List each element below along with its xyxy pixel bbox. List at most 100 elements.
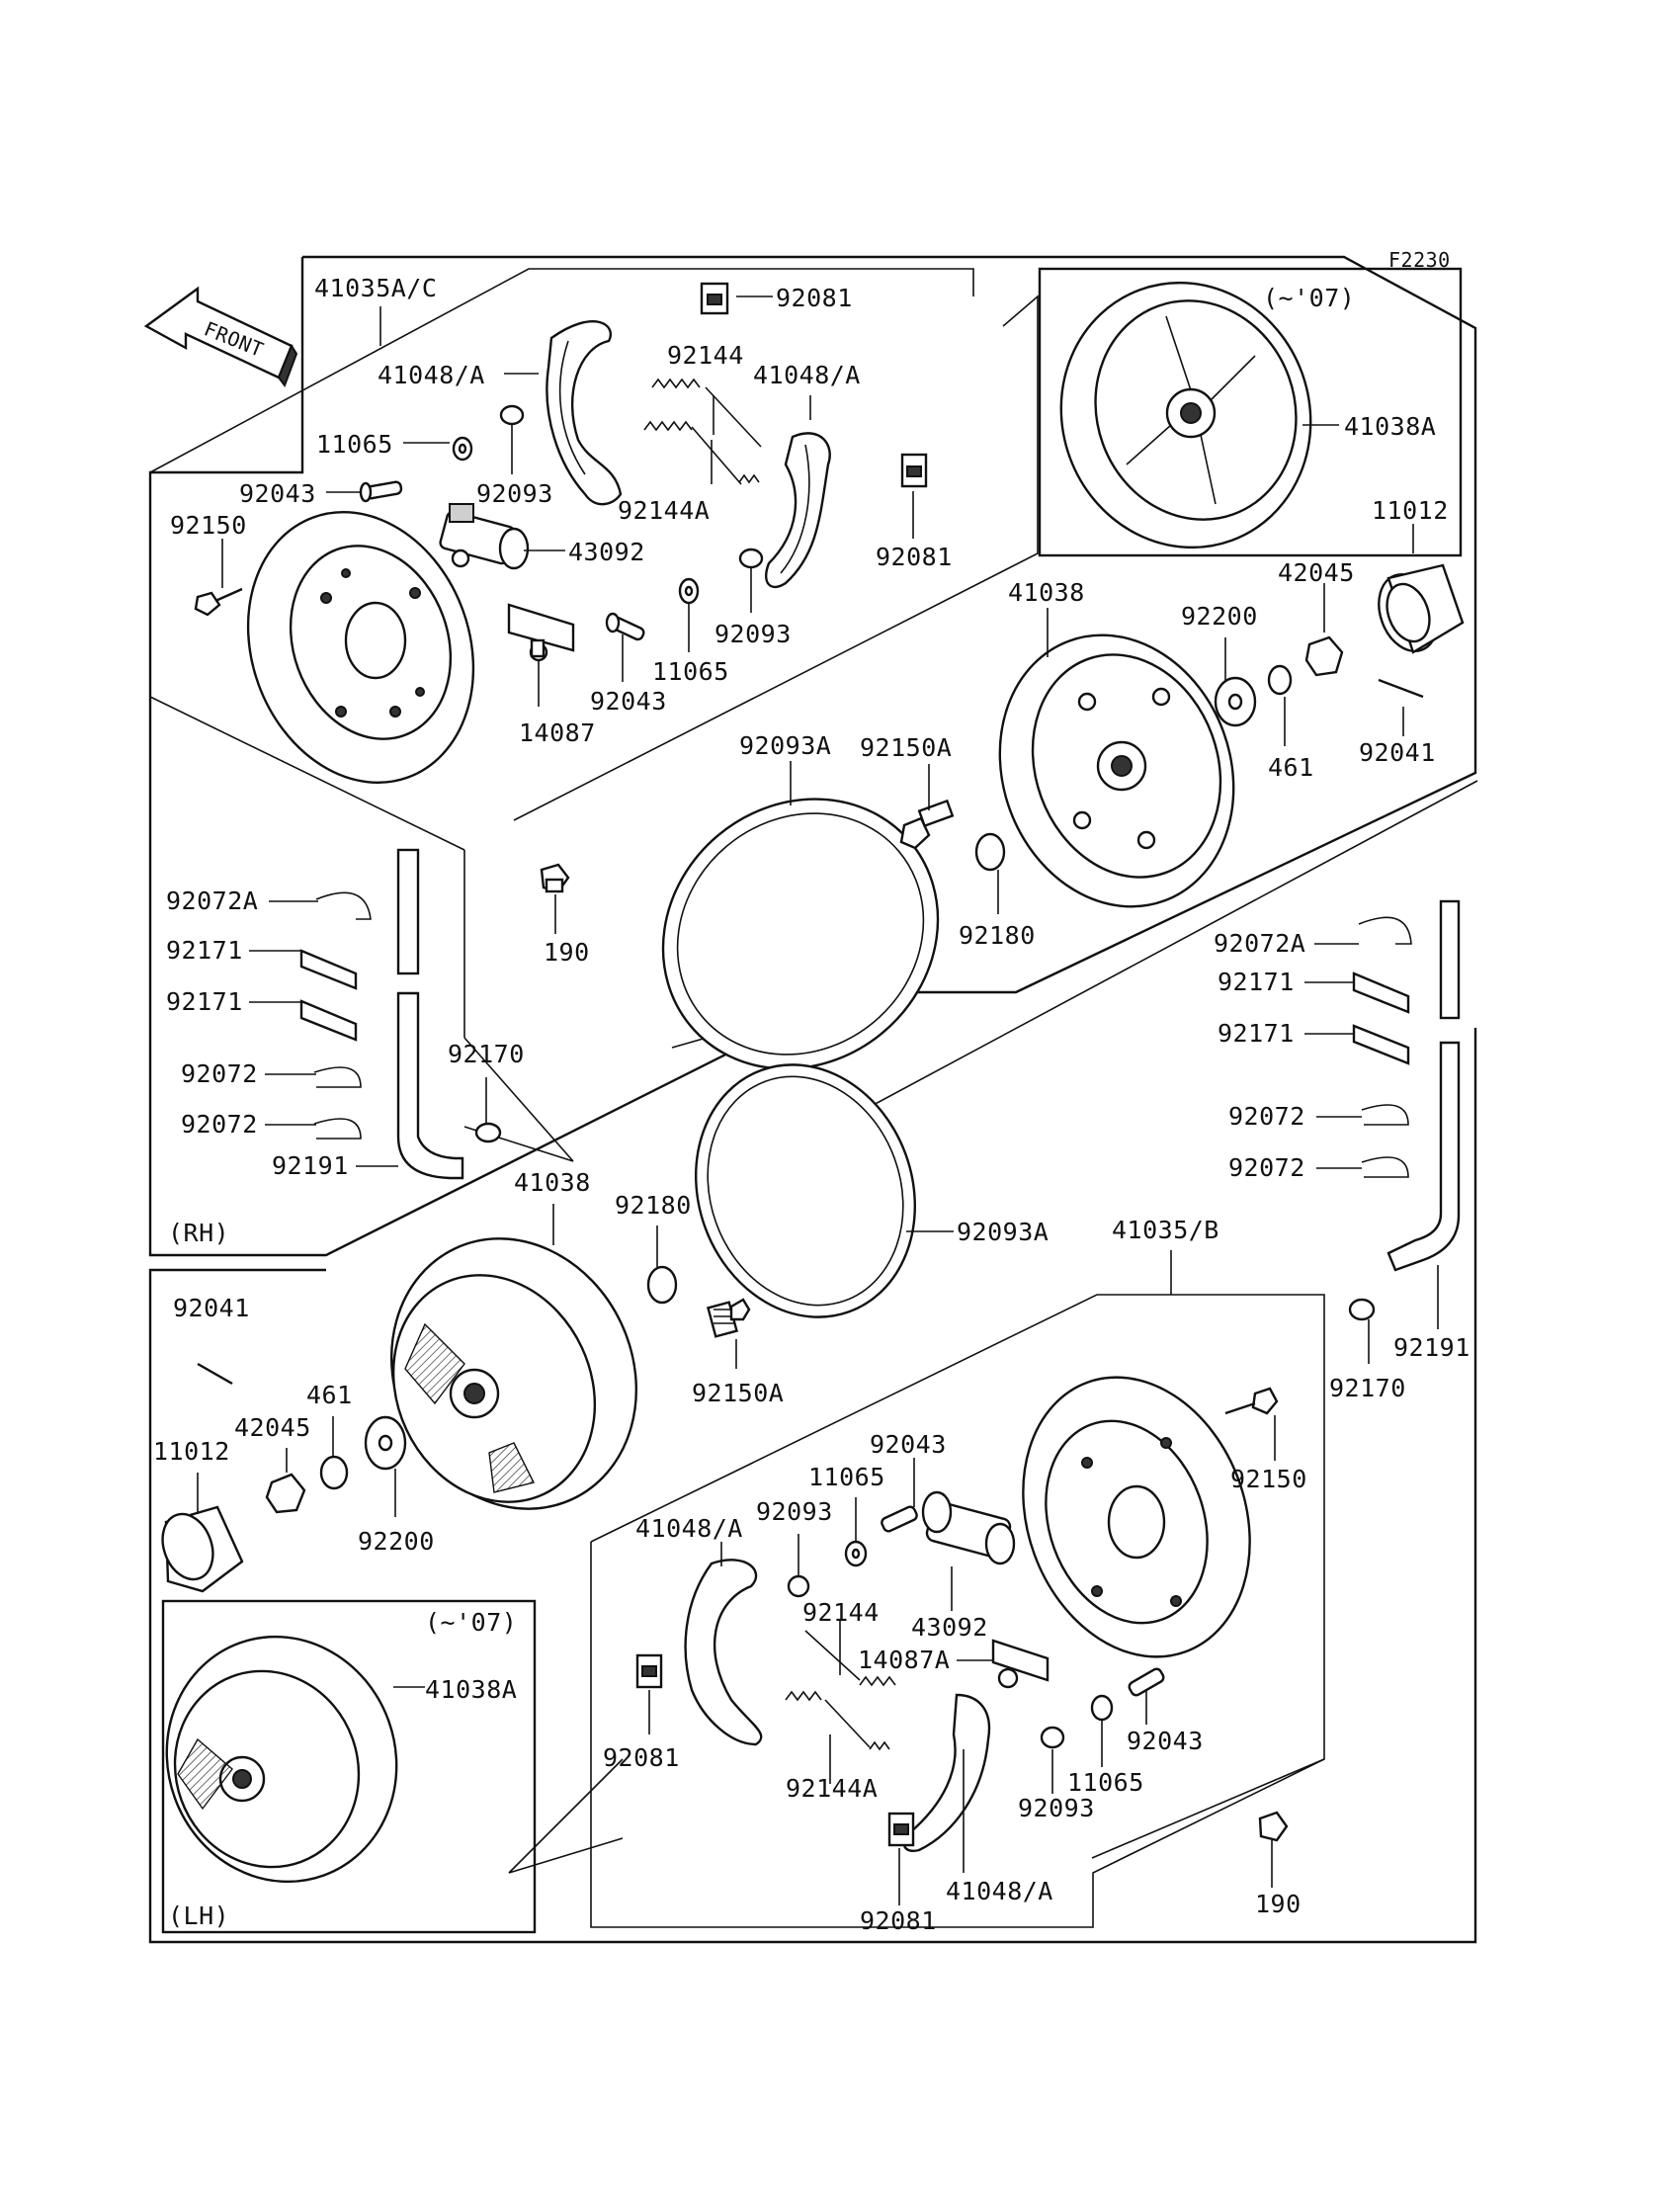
label-lh-92081-bot: 92081 bbox=[860, 1906, 937, 1935]
rh-clamp-92072a bbox=[313, 1066, 362, 1088]
rh-washer-92093-left bbox=[499, 404, 525, 426]
rh-brake-shoe-right bbox=[764, 432, 831, 589]
label-r-92072A: 92072A bbox=[1214, 929, 1305, 958]
label-rh-11065-top: 11065 bbox=[316, 430, 393, 459]
label-rh-92171a: 92171 bbox=[166, 936, 243, 965]
lh-washer-11065-bot bbox=[1090, 1694, 1114, 1722]
rh-washer-461 bbox=[1267, 664, 1293, 696]
rh-bolt-92150 bbox=[194, 587, 243, 617]
r-hose bbox=[1386, 899, 1461, 1272]
label-rh-41038: 41038 bbox=[1008, 578, 1085, 607]
label-r-92171a: 92171 bbox=[1218, 968, 1295, 996]
rh-drum-41038 bbox=[998, 634, 1235, 908]
label-r-92072b: 92072 bbox=[1228, 1153, 1305, 1182]
label-rh-92093-left: 92093 bbox=[476, 479, 553, 508]
rh-plate-92171b bbox=[299, 999, 358, 1042]
lh-bolt-92150 bbox=[1224, 1387, 1279, 1415]
r-clamp-92072b bbox=[1361, 1156, 1409, 1178]
label-r-92171b: 92171 bbox=[1218, 1019, 1295, 1048]
label-lh-92093A: 92093A bbox=[957, 1218, 1049, 1246]
variant-upper: (~'07) bbox=[1263, 284, 1355, 312]
lh-hubcap-11012 bbox=[161, 1505, 244, 1593]
rh-seal-92093A bbox=[661, 798, 940, 1070]
r-plate-92171a bbox=[1352, 972, 1410, 1014]
lh-washer-461 bbox=[319, 1455, 349, 1490]
label-rh-92043-top: 92043 bbox=[239, 479, 316, 508]
label-lh-92200: 92200 bbox=[358, 1527, 435, 1556]
label-lh-92144A: 92144A bbox=[786, 1774, 878, 1803]
label-rh-11012: 11012 bbox=[1372, 496, 1449, 525]
label-lh-14087A: 14087A bbox=[858, 1646, 950, 1674]
label-lh-41038A: 41038A bbox=[425, 1675, 517, 1704]
r-clamp-92072A bbox=[1358, 916, 1412, 945]
lh-bolt-190 bbox=[1258, 1811, 1289, 1842]
label-lh-92043-top: 92043 bbox=[870, 1430, 947, 1459]
label-rh-92072b: 92072 bbox=[181, 1110, 258, 1139]
label-lh-92191: 92191 bbox=[1393, 1333, 1470, 1362]
r-clamp-92072a bbox=[1361, 1104, 1409, 1126]
rh-hubcap-11012 bbox=[1378, 563, 1465, 654]
lh-outer-frame bbox=[148, 1028, 1477, 1944]
lh-washer-92093-bot bbox=[1040, 1726, 1065, 1749]
label-rh-92171b: 92171 bbox=[166, 987, 243, 1016]
leader-lines bbox=[197, 296, 1439, 1905]
label-rh-190: 190 bbox=[544, 938, 590, 967]
lh-pin-92043-bot bbox=[1128, 1667, 1165, 1697]
label-rh-92081-right: 92081 bbox=[876, 543, 953, 571]
rh-clip-92081-right bbox=[900, 453, 928, 488]
label-rh-92200: 92200 bbox=[1181, 602, 1258, 631]
lh-pin-92043-top bbox=[881, 1505, 918, 1533]
label-lh-92170: 92170 bbox=[1329, 1374, 1406, 1402]
front-arrow: FRONT bbox=[143, 286, 298, 388]
label-rh-92081-top: 92081 bbox=[776, 284, 853, 312]
section-rh: (RH) bbox=[168, 1219, 229, 1247]
lh-drum-41038A bbox=[165, 1635, 398, 1884]
label-rh-14087: 14087 bbox=[519, 718, 596, 747]
label-lh-92081-left: 92081 bbox=[603, 1743, 680, 1772]
rh-pin-92043-top bbox=[359, 480, 403, 503]
r-plate-92171b bbox=[1352, 1024, 1410, 1065]
lh-drum-41038 bbox=[389, 1237, 638, 1510]
label-lh-92043-bot: 92043 bbox=[1127, 1727, 1204, 1755]
rh-brake-shoe-left bbox=[546, 320, 623, 506]
lh-inner-frame bbox=[590, 1294, 1325, 1928]
label-rh-92144: 92144 bbox=[667, 341, 744, 370]
labels: F2230 (RH) (LH) (~'07) (~'07) 41035A/C 9… bbox=[153, 248, 1470, 1935]
rh-clamp-92072A bbox=[315, 891, 372, 920]
lh-clip-92170 bbox=[1348, 1298, 1376, 1321]
rh-variant-box bbox=[1038, 267, 1463, 557]
label-rh-92072a: 92072 bbox=[181, 1059, 258, 1088]
rh-washer-92093-right bbox=[738, 548, 764, 569]
label-lh-11065-top: 11065 bbox=[808, 1463, 885, 1491]
lh-backing-plate bbox=[1022, 1376, 1251, 1658]
label-lh-92093-top: 92093 bbox=[756, 1497, 833, 1526]
lh-brake-shoe-bot bbox=[902, 1693, 991, 1853]
lh-seal-92093A bbox=[695, 1063, 916, 1318]
label-lh-92144: 92144 bbox=[802, 1598, 880, 1627]
label-rh-92093-right: 92093 bbox=[714, 620, 792, 648]
label-lh-11065-bot: 11065 bbox=[1067, 1768, 1144, 1797]
label-rh-92180: 92180 bbox=[959, 921, 1036, 950]
rh-drum-41038A bbox=[1059, 281, 1312, 549]
label-rh-92150: 92150 bbox=[170, 511, 247, 540]
label-rh-92144A: 92144A bbox=[618, 496, 710, 525]
rh-spring-92144A bbox=[643, 420, 760, 485]
label-lh-43092: 43092 bbox=[911, 1613, 988, 1642]
label-rh-92043-mid: 92043 bbox=[590, 687, 667, 716]
rh-backing-plate bbox=[246, 510, 475, 785]
rh-pin-92043-mid bbox=[605, 612, 645, 641]
label-rh-41035AC: 41035A/C bbox=[314, 274, 437, 302]
label-lh-41048A-top: 41048/A bbox=[635, 1514, 743, 1543]
label-rh-92041: 92041 bbox=[1359, 738, 1436, 767]
rh-bolt-190 bbox=[540, 863, 570, 893]
rh-spring-92144 bbox=[651, 378, 762, 448]
rh-clip-92170 bbox=[474, 1122, 502, 1143]
label-lh-41038: 41038 bbox=[514, 1168, 591, 1197]
rh-oring-92180 bbox=[974, 832, 1006, 872]
lh-nut-42045 bbox=[265, 1473, 306, 1514]
rh-adjuster-14087 bbox=[507, 603, 575, 662]
rh-components bbox=[194, 281, 1465, 1272]
section-lh: (LH) bbox=[168, 1901, 229, 1930]
label-lh-461: 461 bbox=[306, 1381, 353, 1409]
